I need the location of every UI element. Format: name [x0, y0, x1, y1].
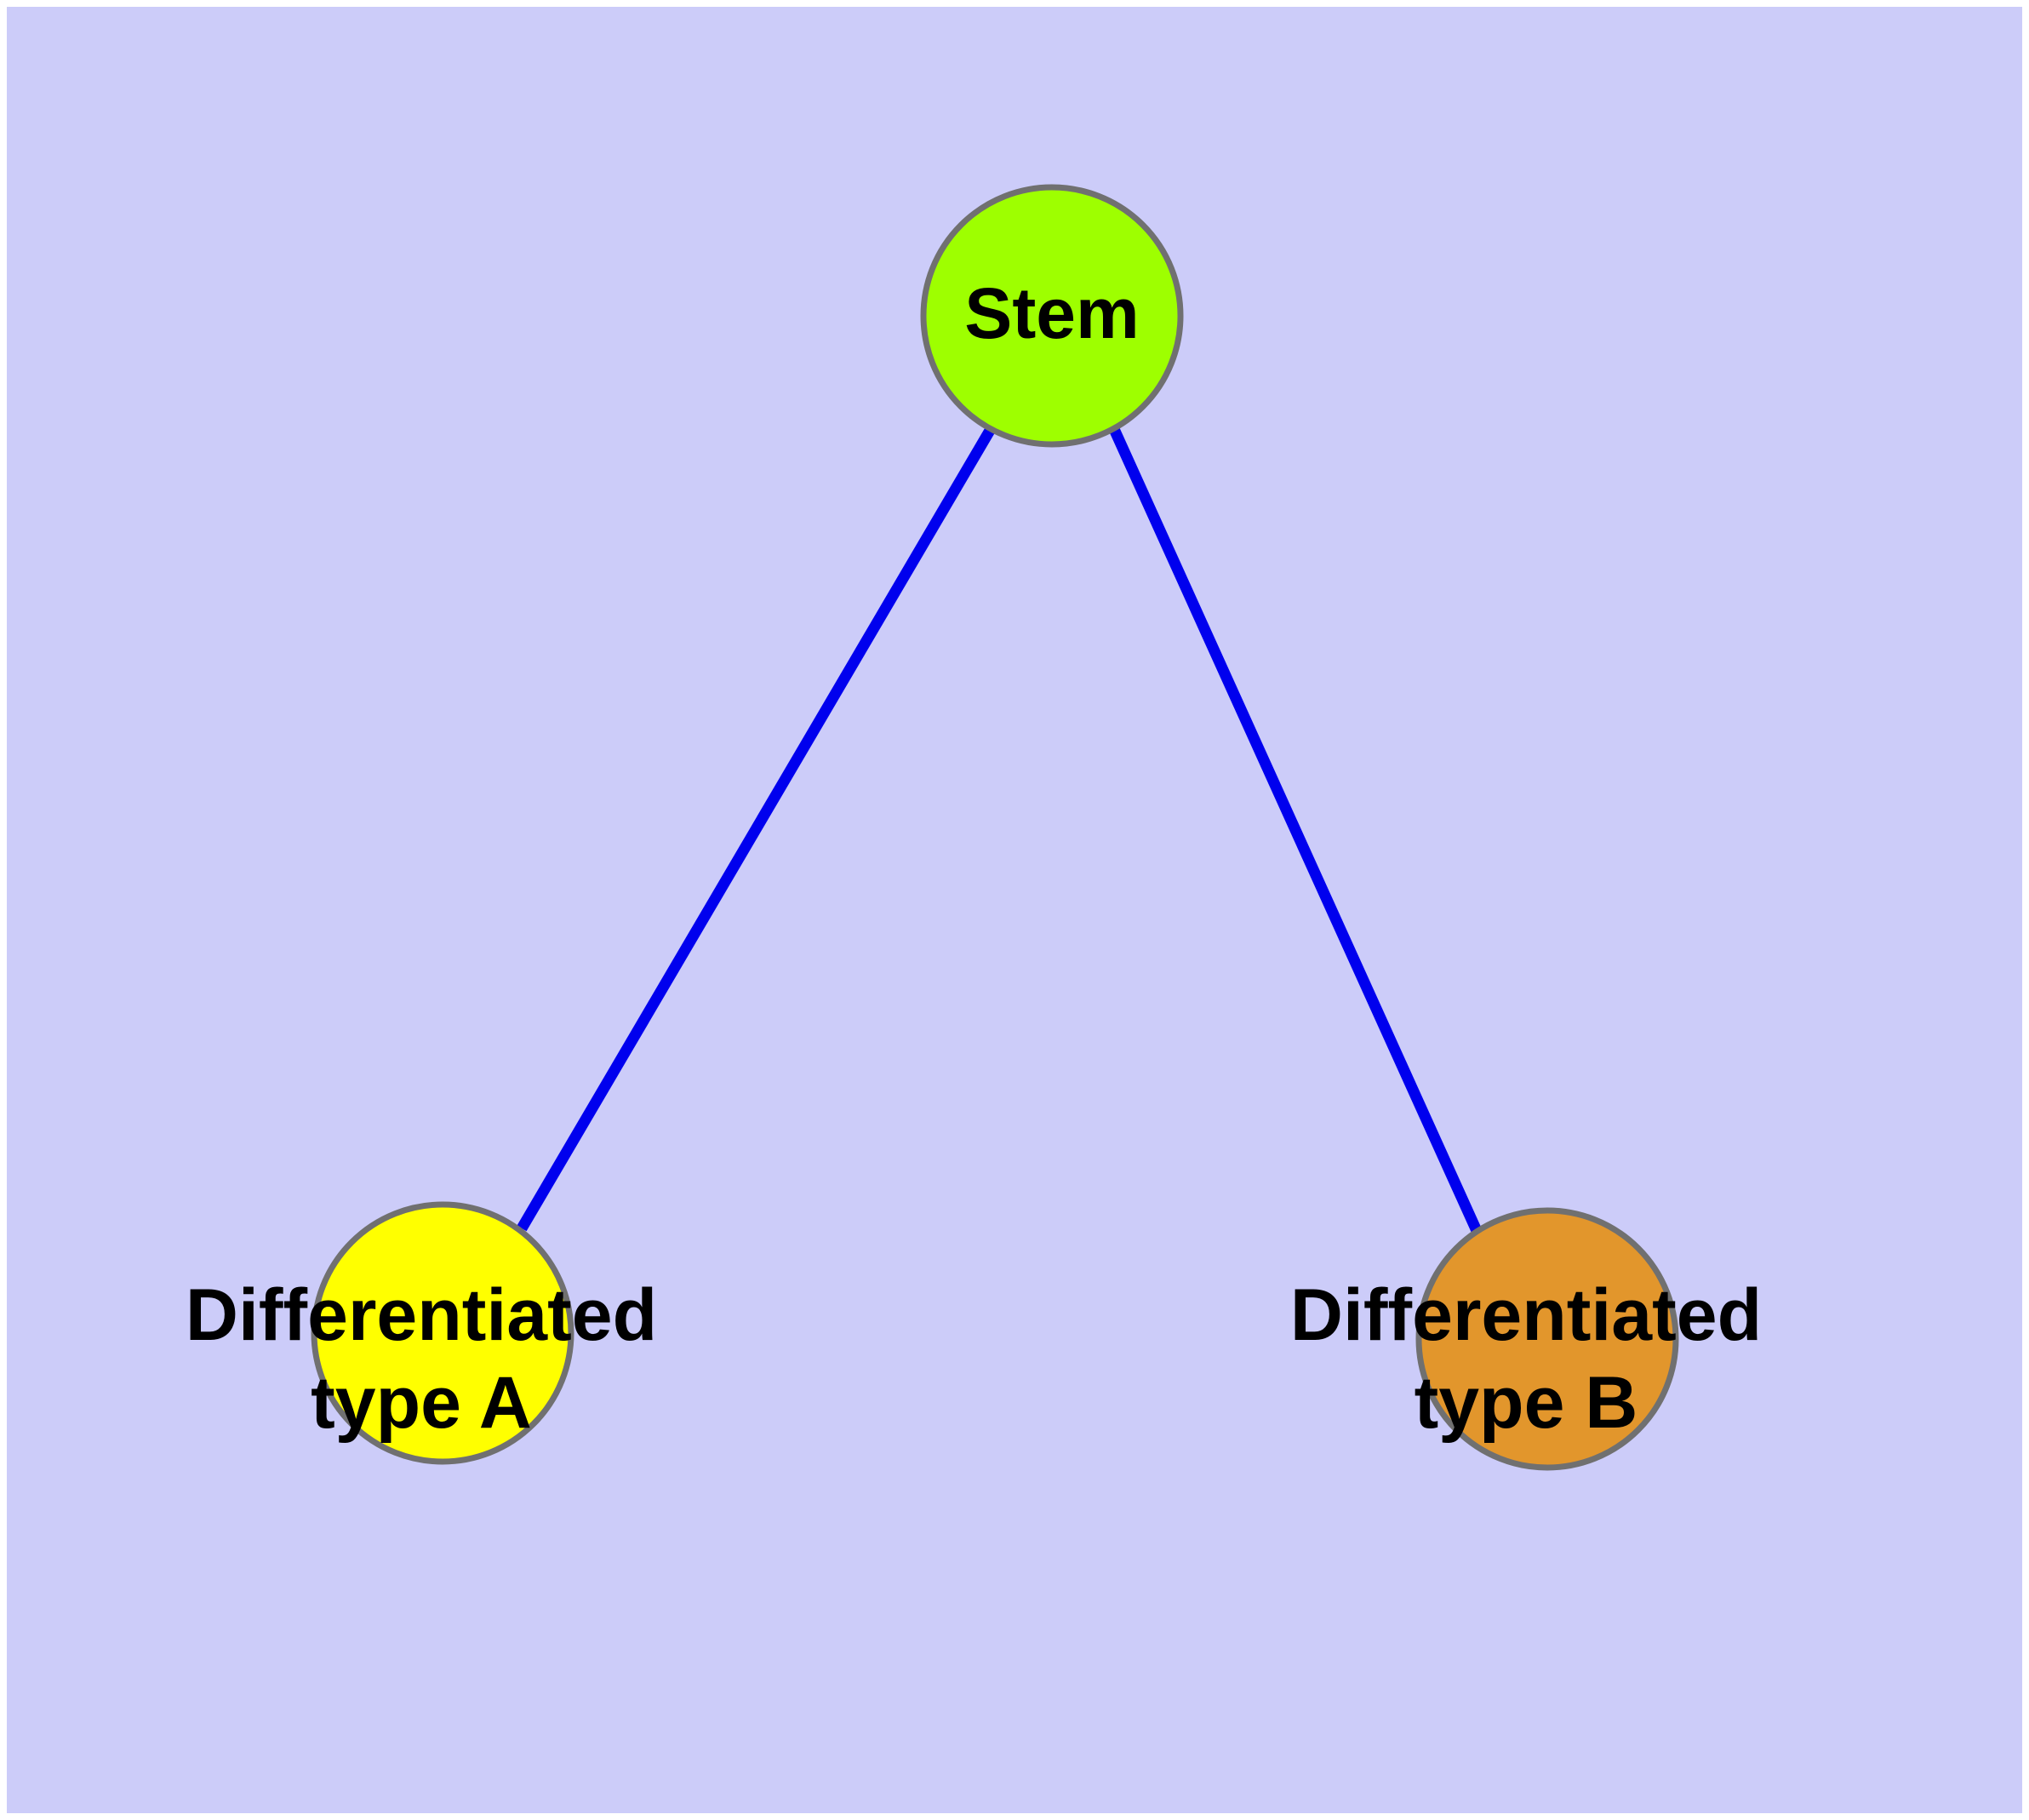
- node-stem-circle[interactable]: [920, 184, 1184, 448]
- edge-stem-to-diff-a: [517, 426, 996, 1232]
- label-line: Differentiated: [1290, 1274, 1762, 1356]
- node-differentiated-type-b-circle[interactable]: [1415, 1207, 1679, 1471]
- edge-stem-to-diff-b: [1109, 426, 1483, 1235]
- label-line: Stem: [964, 273, 1139, 353]
- node-stem[interactable]: Stem: [920, 184, 1184, 448]
- label-line: type B: [1415, 1362, 1638, 1444]
- label-line: type A: [311, 1362, 532, 1444]
- edges-group: [517, 426, 1483, 1235]
- node-stem-label: Stem: [964, 273, 1139, 353]
- node-differentiated-type-a-circle[interactable]: [311, 1201, 574, 1465]
- label-line: Differentiated: [186, 1274, 657, 1356]
